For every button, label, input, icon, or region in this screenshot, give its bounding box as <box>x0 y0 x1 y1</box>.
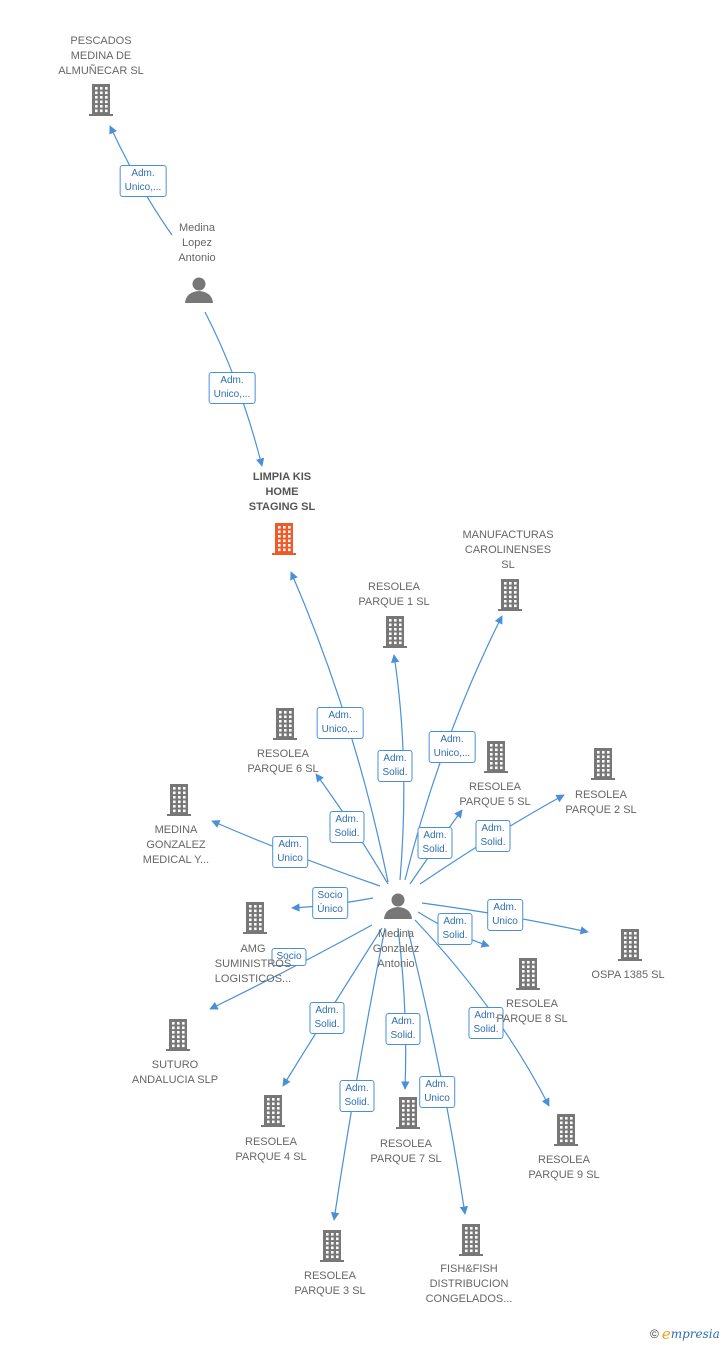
manufacturas-building-icon[interactable] <box>498 579 522 611</box>
resolea8-building-icon[interactable] <box>516 958 540 990</box>
node-label-amg[interactable]: AMG SUMINISTROS LOGISTICOS... <box>214 943 292 985</box>
edge-medina_gonzalez-to-fishfish <box>407 929 469 1215</box>
relation-badge-suturo[interactable]: Socio <box>271 948 307 966</box>
medina_medical-building-icon[interactable] <box>167 784 191 816</box>
relation-badge-resolea6[interactable]: Adm. Solid. <box>329 811 365 843</box>
node-label-pescados[interactable]: PESCADOS MEDINA DE ALMUÑECAR SL <box>58 35 144 77</box>
resolea5-building-icon[interactable] <box>484 741 508 773</box>
node-label-resolea8[interactable]: RESOLEA PARQUE 8 SL <box>496 998 568 1025</box>
ospa-building-icon[interactable] <box>618 929 642 961</box>
pescados-building-icon[interactable] <box>89 84 113 116</box>
relation-badge-pescados[interactable]: Adm. Unico,... <box>119 165 167 197</box>
resolea3-building-icon[interactable] <box>320 1230 344 1262</box>
relation-badge-resolea4[interactable]: Adm. Solid. <box>309 1002 345 1034</box>
relation-badge-fishfish[interactable]: Adm. Unico <box>419 1076 455 1108</box>
edge-medina_gonzalez-to-resolea3 <box>330 927 386 1221</box>
relation-badge-medina_medical[interactable]: Adm. Unico <box>272 836 308 868</box>
node-label-resolea6[interactable]: RESOLEA PARQUE 6 SL <box>247 748 319 775</box>
node-label-manufacturas[interactable]: MANUFACTURAS CAROLINENSES SL <box>462 529 554 571</box>
fishfish-building-icon[interactable] <box>459 1224 483 1256</box>
relation-badge-amg[interactable]: Socio Único <box>312 887 348 919</box>
relation-badge-resolea1[interactable]: Adm. Solid. <box>377 750 413 782</box>
node-label-resolea5[interactable]: RESOLEA PARQUE 5 SL <box>459 781 531 808</box>
copyright-icon: © <box>650 1327 659 1341</box>
node-label-medina_medical[interactable]: MEDINA GONZALEZ MEDICAL Y... <box>142 824 210 866</box>
edge-medina_gonzalez-to-resolea7 <box>397 927 410 1090</box>
relation-badge-resolea8[interactable]: Adm. Solid. <box>437 913 473 945</box>
resolea9-building-icon[interactable] <box>554 1114 578 1146</box>
resolea1-building-icon[interactable] <box>383 616 407 648</box>
brand-logo-rest: mpresia <box>670 1327 720 1341</box>
node-label-resolea9[interactable]: RESOLEA PARQUE 9 SL <box>528 1154 600 1181</box>
node-label-suturo[interactable]: SUTURO ANDALUCIA SLP <box>131 1059 219 1086</box>
relation-badge-resolea9[interactable]: Adm. Solid. <box>468 1007 504 1039</box>
resolea2-building-icon[interactable] <box>591 748 615 780</box>
brand-logo-e: e <box>661 1325 671 1343</box>
node-label-resolea2[interactable]: RESOLEA PARQUE 2 SL <box>565 789 637 816</box>
node-label-limpia_kis[interactable]: LIMPIA KIS HOME STAGING SL <box>248 471 316 513</box>
node-label-resolea7[interactable]: RESOLEA PARQUE 7 SL <box>370 1138 442 1165</box>
relation-badge-resolea7[interactable]: Adm. Solid. <box>385 1013 421 1045</box>
relation-badge-limpia_kis[interactable]: Adm. Unico,... <box>316 707 364 739</box>
node-label-fishfish[interactable]: FISH&FISH DISTRIBUCION CONGELADOS... <box>425 1263 513 1305</box>
node-label-ospa[interactable]: OSPA 1385 SL <box>591 969 665 981</box>
relation-badge-limpia_kis[interactable]: Adm. Unico,... <box>208 372 256 404</box>
node-label-medina_gonzalez[interactable]: Medina Gonzalez Antonio <box>372 928 420 970</box>
medina_gonzalez-person-icon[interactable] <box>384 893 412 920</box>
node-label-resolea1[interactable]: RESOLEA PARQUE 1 SL <box>358 581 430 608</box>
relation-badge-manufacturas[interactable]: Adm. Unico,... <box>428 731 476 763</box>
resolea6-building-icon[interactable] <box>273 708 297 740</box>
node-label-resolea4[interactable]: RESOLEA PARQUE 4 SL <box>235 1136 307 1163</box>
relation-badge-resolea2[interactable]: Adm. Solid. <box>475 820 511 852</box>
limpia_kis-building-icon[interactable] <box>272 523 296 555</box>
amg-building-icon[interactable] <box>243 902 267 934</box>
medina_lopez-person-icon[interactable] <box>185 277 213 304</box>
relation-badge-ospa[interactable]: Adm. Unico <box>487 899 523 931</box>
edge-medina_gonzalez-to-suturo <box>209 924 373 1010</box>
node-label-medina_lopez[interactable]: Medina Lopez Antonio <box>178 222 216 264</box>
relation-badge-resolea5[interactable]: Adm. Solid. <box>417 827 453 859</box>
relation-badge-resolea3[interactable]: Adm. Solid. <box>339 1080 375 1112</box>
resolea7-building-icon[interactable] <box>396 1097 420 1129</box>
suturo-building-icon[interactable] <box>166 1019 190 1051</box>
resolea4-building-icon[interactable] <box>261 1095 285 1127</box>
node-label-resolea3[interactable]: RESOLEA PARQUE 3 SL <box>294 1270 366 1297</box>
